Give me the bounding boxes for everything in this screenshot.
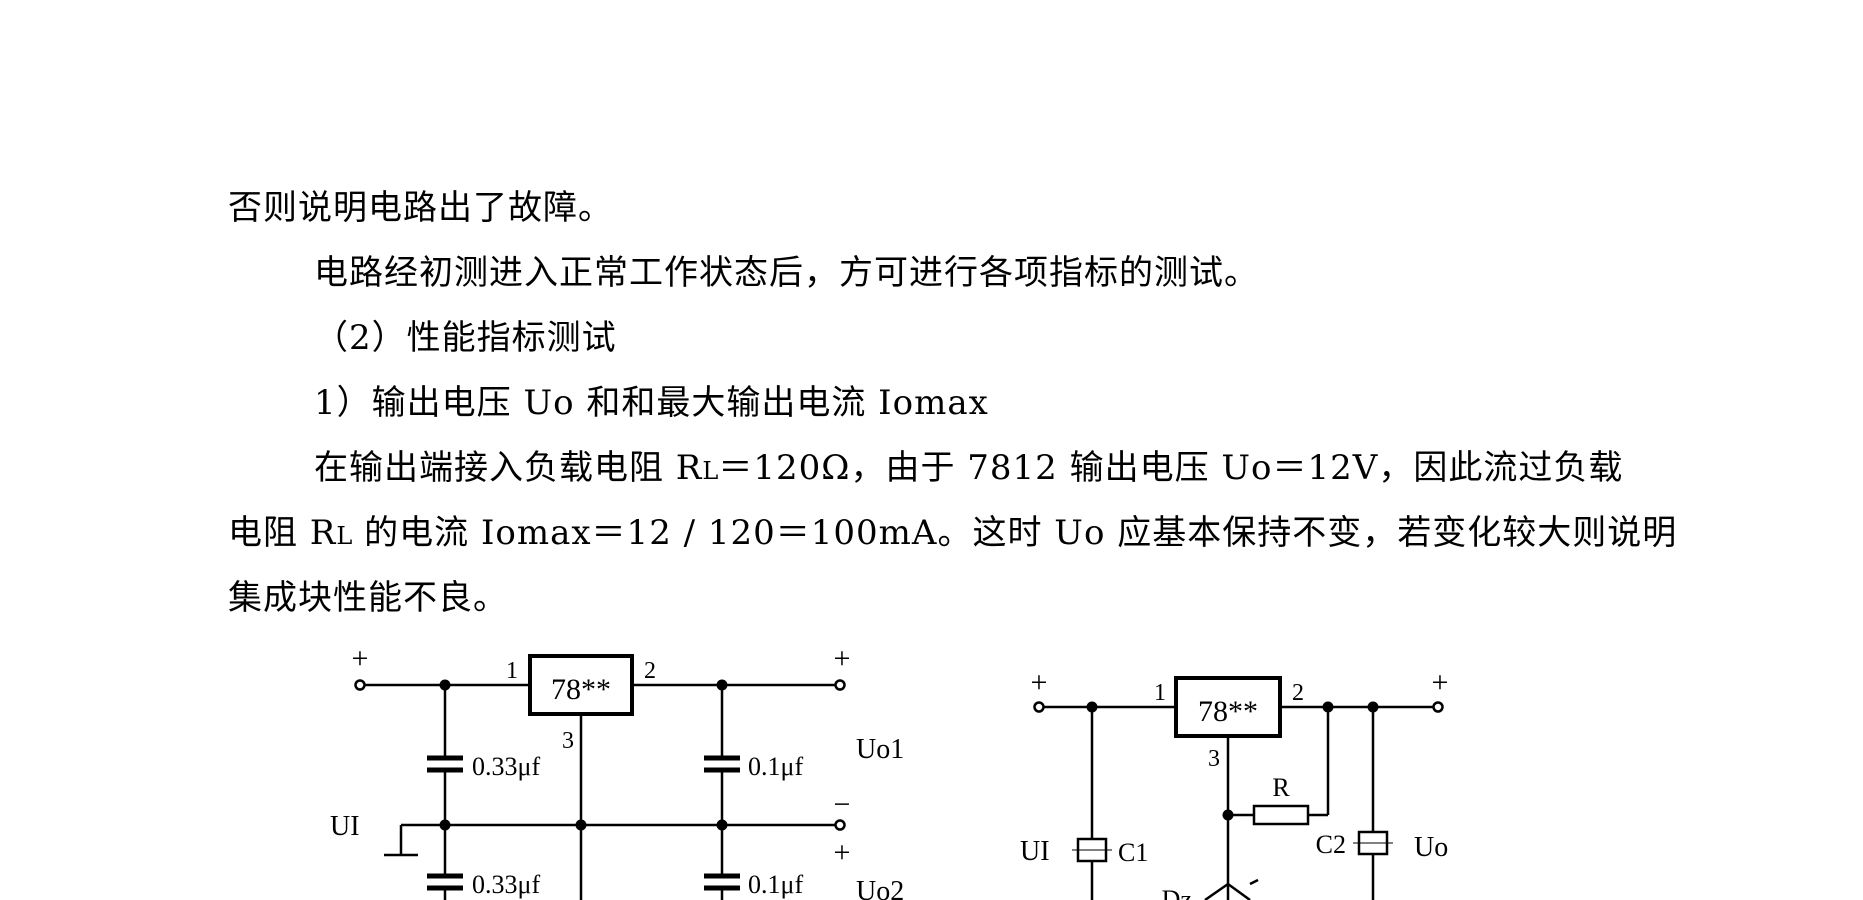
paragraph-line-5: 在输出端接入负载电阻 RL＝120Ω，由于 7812 输出电压 Uo＝12V，因…: [314, 448, 1623, 491]
paragraph-line-2: 电路经初测进入正常工作状态后，方可进行各项指标的测试。: [314, 253, 1259, 293]
subscript-l: L: [702, 457, 719, 485]
resistor-label: R: [1272, 773, 1290, 802]
circuit-2-labels: 78** 1 2 3 + + R UI C1 C2 Uo Dz: [1020, 666, 1448, 900]
plus-sign: +: [834, 642, 851, 675]
regulator-label: 78**: [1198, 695, 1258, 728]
subsection-heading: 1）输出电压 Uo 和和最大输出电流 Iomax: [314, 383, 989, 423]
pin-label: 2: [644, 658, 656, 684]
circuit-1-labels: 78** 1 2 3 + + − + UI 0.33μf 0.33μf 0.1μ…: [330, 642, 904, 900]
text-segment: 在输出端接入负载电阻 R: [314, 448, 703, 488]
pin-label: 1: [1154, 680, 1166, 706]
plus-sign: +: [1031, 666, 1048, 699]
pin-label: 3: [562, 728, 574, 754]
circuit-1-junctions: [439, 679, 728, 831]
terminal: [354, 679, 366, 691]
circuit-2-junctions: [1086, 701, 1379, 821]
zener-label: Dz: [1162, 885, 1192, 900]
circuit-2: [1033, 676, 1444, 900]
capacitor-value: 0.33μf: [472, 870, 540, 899]
plus-sign: +: [352, 642, 369, 675]
junction-dot: [716, 819, 728, 831]
terminal: [834, 679, 846, 691]
capacitor-value: 0.1μf: [748, 870, 803, 899]
capacitor-value: 0.1μf: [748, 752, 803, 781]
junction-dot: [1367, 701, 1379, 713]
paragraph-line-7: 集成块性能不良。: [228, 578, 508, 618]
paragraph-line-6: 电阻 RL 的电流 Iomax＝12 / 120＝100mA。这时 Uo 应基本…: [228, 513, 1677, 556]
terminal: [1033, 701, 1045, 713]
pin-label: 1: [506, 658, 518, 684]
terminal: [834, 819, 846, 831]
text-segment: 的电流 Iomax＝12 / 120＝100mA。这时 Uo 应基本保持不变，若…: [352, 513, 1678, 553]
junction-dot: [439, 679, 451, 691]
output-voltage-label: Uo: [1414, 832, 1448, 863]
pin-label: 3: [1208, 746, 1220, 772]
zener-diode: [1204, 882, 1251, 900]
junction-dot: [1086, 701, 1098, 713]
pin-label: 2: [1292, 680, 1304, 706]
junction-dot: [439, 819, 451, 831]
junction-dot: [1322, 701, 1334, 713]
terminal: [1432, 701, 1444, 713]
plus-sign: +: [834, 836, 851, 869]
resistor: [1252, 804, 1310, 826]
plus-sign: +: [1432, 666, 1449, 699]
text-segment: 电阻 R: [228, 513, 337, 553]
minus-sign: −: [834, 788, 851, 821]
section-heading: （2）性能指标测试: [314, 318, 617, 358]
input-voltage-label: UI: [1020, 836, 1050, 867]
regulator-label: 78**: [551, 673, 611, 706]
capacitor-label: C1: [1118, 838, 1148, 867]
junction-dot: [575, 819, 587, 831]
junction-dot: [716, 679, 728, 691]
capacitor-value: 0.33μf: [472, 752, 540, 781]
circuit-1: [354, 654, 846, 900]
capacitor-label: C2: [1316, 830, 1346, 859]
input-voltage-label: UI: [330, 811, 360, 842]
junction-dot: [1222, 809, 1234, 821]
subscript-l: L: [336, 522, 353, 550]
paragraph-line-1: 否则说明电路出了故障。: [228, 188, 613, 228]
output-voltage-label: Uo1: [856, 734, 904, 765]
output-voltage-label: Uo2: [856, 876, 904, 900]
text-segment: ＝120Ω，由于 7812 输出电压 Uo＝12V，因此流过负载: [718, 448, 1624, 488]
zener-diode: [1249, 878, 1259, 886]
